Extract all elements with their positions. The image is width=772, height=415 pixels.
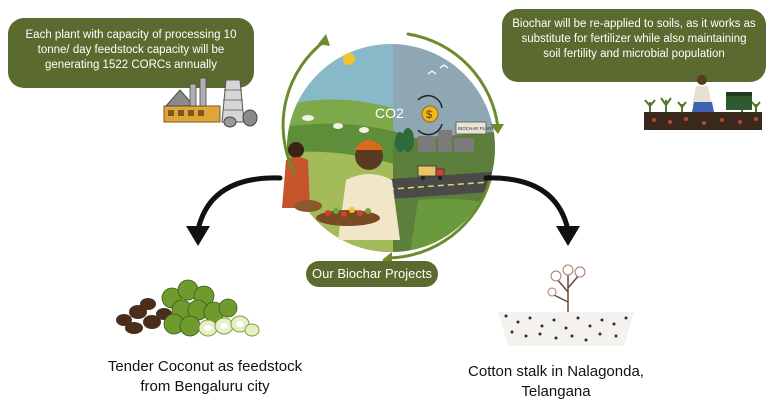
coconut-pile-icon	[116, 279, 260, 337]
svg-text:$: $	[426, 109, 432, 121]
our-biochar-projects-label: Our Biochar Projects	[306, 261, 438, 287]
factory-icon	[163, 77, 258, 128]
caption-cotton-stalk-line2: Telangana	[521, 383, 591, 400]
truck-icon	[417, 165, 445, 180]
arrow-right-down-icon	[483, 175, 580, 246]
birds-icon	[427, 58, 461, 75]
sun-icon	[343, 53, 355, 65]
callout-biochar-reapplication: Biochar will be re-applied to soils, as …	[502, 9, 766, 82]
caption-cotton-stalk-line1: Cotton stalk in Nalagonda,	[468, 363, 644, 380]
farmer-planting-icon	[644, 75, 762, 130]
biochar-cycle-illustration: CO2 $ BIOCHAR PLANT	[281, 32, 504, 266]
cotton-stalk-icon	[498, 264, 634, 346]
arrow-left-down-icon	[186, 175, 283, 246]
caption-tender-coconut-line1: Tender Coconut as feedstock	[107, 358, 303, 375]
callout-plant-capacity-text: Each plant with capacity of processing 1…	[25, 29, 237, 71]
caption-tender-coconut: Tender Coconut as feedstock from Bengalu…	[70, 357, 340, 397]
co2-label: CO2	[375, 105, 404, 121]
callout-plant-capacity: Each plant with capacity of processing 1…	[8, 18, 254, 88]
caption-tender-coconut-line2: from Bengaluru city	[140, 378, 270, 395]
dollar-coin-icon	[421, 105, 439, 123]
caption-cotton-stalk: Cotton stalk in Nalagonda, Telangana	[440, 362, 672, 402]
callout-biochar-reapplication-text: Biochar will be re-applied to soils, as …	[512, 18, 756, 60]
biochar-plant-sign: BIOCHAR PLANT	[458, 126, 495, 131]
